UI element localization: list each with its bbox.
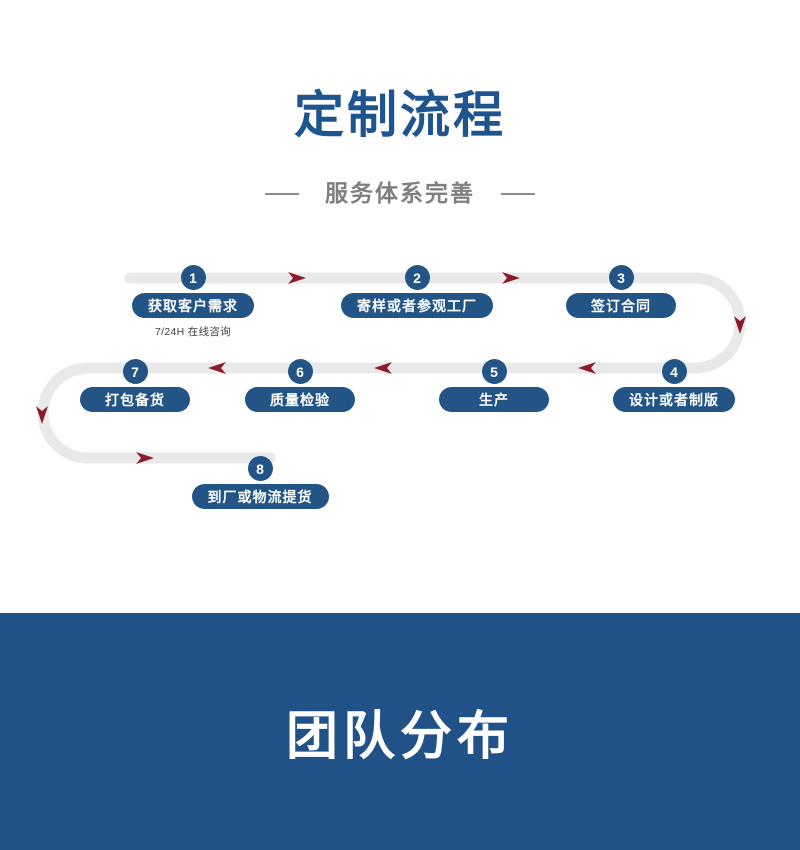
step-number-4: 4 (661, 359, 687, 384)
flow-step-3[interactable]: 3 签订合同 (553, 265, 689, 318)
step-number-8: 8 (247, 456, 273, 481)
arrow-down-7-to-8 (36, 406, 48, 424)
step-label-5[interactable]: 生产 (439, 387, 549, 412)
page-title: 定制流程 (294, 87, 506, 143)
flow-step-6[interactable]: 6 质量检验 (240, 359, 360, 412)
arrow-right-1-to-2 (288, 272, 306, 284)
step-note-1: 7/24H 在线咨询 (155, 326, 231, 338)
step-label-1[interactable]: 获取客户需求 (132, 293, 254, 318)
subtitle-row: 服务体系完善 (0, 182, 800, 205)
custom-flow-section: 定制流程 服务体系完善 1 获取客户需求 7/24H 在线咨询 2 寄样或者参观… (0, 87, 800, 509)
step-number-6: 6 (287, 359, 313, 384)
flow-step-8[interactable]: 8 到厂或物流提货 (191, 456, 329, 509)
flow-step-7[interactable]: 7 打包备货 (66, 359, 204, 412)
step-label-8[interactable]: 到厂或物流提货 (191, 484, 329, 509)
step-label-7[interactable]: 打包备货 (80, 387, 190, 412)
arrow-left-4-to-5 (578, 362, 596, 374)
team-distribution-banner: 团队分布 (0, 613, 800, 850)
step-label-3[interactable]: 签订合同 (566, 293, 676, 318)
step-number-5: 5 (481, 359, 507, 384)
team-banner-title: 团队分布 (285, 707, 514, 766)
page-subtitle: 服务体系完善 (325, 180, 475, 206)
arrow-right-2-to-3 (502, 272, 520, 284)
step-number-2: 2 (404, 265, 430, 290)
step-number-3: 3 (608, 265, 634, 290)
arrow-left-6-to-7 (208, 362, 226, 374)
flow-step-2[interactable]: 2 寄样或者参观工厂 (341, 265, 493, 318)
flow-step-4[interactable]: 4 设计或者制版 (606, 359, 742, 412)
arrow-right-to-8 (136, 452, 154, 464)
step-label-6[interactable]: 质量检验 (245, 387, 355, 412)
arrow-down-3-to-4 (734, 316, 746, 334)
step-label-4[interactable]: 设计或者制版 (613, 387, 735, 412)
flow-step-5[interactable]: 5 生产 (426, 359, 562, 412)
step-number-1: 1 (180, 265, 206, 290)
flow-step-1[interactable]: 1 获取客户需求 7/24H 在线咨询 (127, 265, 259, 339)
subtitle-rule-left (265, 192, 299, 195)
subtitle-rule-right (501, 192, 535, 195)
arrow-left-5-to-6 (374, 362, 392, 374)
step-number-7: 7 (122, 359, 148, 384)
step-label-2[interactable]: 寄样或者参观工厂 (341, 293, 493, 318)
